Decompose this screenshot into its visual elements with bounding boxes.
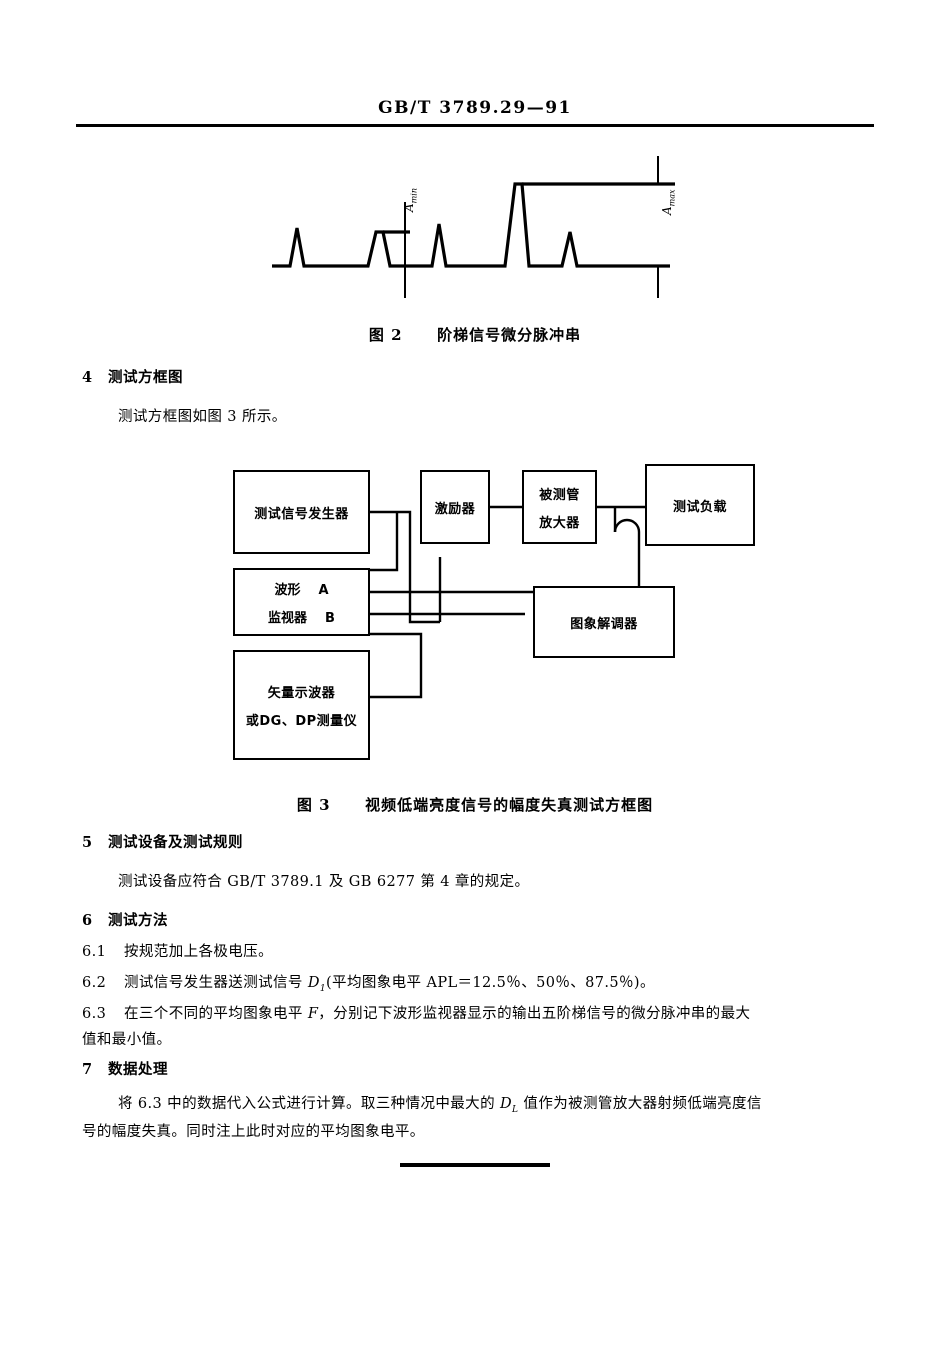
item-6-2-symbol: D1: [307, 975, 326, 994]
section6-item-6-3-line2: 值和最小值。: [82, 1032, 172, 1048]
section6-number: 6: [82, 912, 93, 929]
section6-title: 测试方法: [108, 913, 168, 929]
item-6-2-text-before: 测试信号发生器送测试信号: [124, 975, 308, 991]
block-vector-oscilloscope-label-2: 或DG、DP测量仪: [245, 713, 358, 729]
block-waveform-monitor[interactable]: 波形 A 监视器 B: [233, 568, 370, 636]
item-6-3-text-after: ，分别记下波形监视器显示的输出五阶梯信号的微分脉冲串的最大: [318, 1006, 751, 1022]
block-exciter[interactable]: 激励器: [420, 470, 490, 544]
block-signal-generator[interactable]: 测试信号发生器: [233, 470, 370, 554]
section5-paragraph: 测试设备应符合 GB/T 3789.1 及 GB 6277 第 4 章的规定。: [118, 874, 530, 890]
section6-item-6-3-line1: 6.3 在三个不同的平均图象电平 F，分别记下波形监视器显示的输出五阶梯信号的微分…: [82, 1002, 750, 1023]
section4-heading: 4 测试方框图: [82, 366, 183, 387]
block-test-load-label: 测试负载: [672, 499, 727, 515]
block-vector-oscilloscope-label-1: 矢量示波器: [267, 685, 336, 701]
section4-paragraph: 测试方框图如图 3 所示。: [118, 409, 287, 425]
header-divider: [76, 124, 874, 127]
block-test-load[interactable]: 测试负载: [645, 464, 755, 546]
monitor-line1-text: 波形: [274, 582, 301, 598]
section-end-divider: [400, 1163, 550, 1167]
figure2-caption-text: 阶梯信号微分脉冲串: [437, 326, 582, 344]
figure3-caption-text: 视频低端亮度信号的幅度失真测试方框图: [365, 796, 654, 814]
item-6-3-text-before: 在三个不同的平均图象电平: [124, 1006, 308, 1022]
page-title: GB/T 3789.29—91: [378, 98, 572, 118]
item-6-1-number: 6.1: [82, 944, 107, 960]
section6-item-6-1: 6.1 按规范加上各极电压。: [82, 940, 273, 961]
section7-number: 7: [82, 1061, 93, 1078]
section5-title: 测试设备及测试规则: [108, 835, 243, 851]
waveform-svg: [272, 156, 675, 298]
block-vector-oscilloscope[interactable]: 矢量示波器 或DG、DP测量仪: [233, 650, 370, 760]
section5-heading: 5 测试设备及测试规则: [82, 831, 243, 852]
figure2-waveform: [250, 148, 710, 298]
block-waveform-monitor-label-2: 监视器 B: [268, 607, 335, 626]
section7-line1-before: 将 6.3 中的数据代入公式进行计算。取三种情况中最大的: [118, 1096, 500, 1112]
block-image-demodulator-label: 图象解调器: [570, 616, 638, 632]
item-6-1-text: 按规范加上各极电压。: [124, 944, 273, 960]
figure3-caption: 图 3 视频低端亮度信号的幅度失真测试方框图: [0, 794, 950, 815]
block-image-demodulator[interactable]: 图象解调器: [533, 586, 675, 658]
section7-symbol: DL: [500, 1096, 519, 1115]
section7-paragraph-line2: 号的幅度失真。同时注上此时对应的平均图象电平。: [82, 1124, 425, 1140]
section7-heading: 7 数据处理: [82, 1058, 168, 1079]
block-tube-amplifier-label-1: 被测管: [539, 487, 580, 503]
diagram-wires: [370, 505, 647, 699]
monitor-line2-tag: B: [325, 610, 335, 626]
monitor-line1-tag: A: [318, 582, 329, 598]
amin-label: Amin: [402, 188, 419, 212]
item-6-3-number: 6.3: [82, 1006, 107, 1022]
item-6-2-text-after: (平均图象电平 APL＝12.5％、50％、87.5％)。: [325, 975, 655, 991]
block-tube-amplifier[interactable]: 被测管 放大器: [522, 470, 597, 544]
section4-number: 4: [82, 369, 93, 386]
figure2-caption: 图 2 阶梯信号微分脉冲串: [0, 324, 950, 345]
block-waveform-monitor-label-1: 波形 A: [274, 579, 328, 598]
section5-number: 5: [82, 834, 93, 851]
section4-title: 测试方框图: [108, 370, 183, 386]
figure3-caption-prefix: 图 3: [296, 796, 331, 814]
section7-title: 数据处理: [108, 1062, 168, 1078]
section6-heading: 6 测试方法: [82, 909, 168, 930]
section6-item-6-2: 6.2 测试信号发生器送测试信号 D1(平均图象电平 APL＝12.5％、50％、…: [82, 971, 655, 994]
monitor-line2-text: 监视器: [268, 610, 308, 626]
figure2-caption-prefix: 图 2: [368, 326, 403, 344]
item-6-2-number: 6.2: [82, 975, 107, 991]
section7-paragraph-line1: 将 6.3 中的数据代入公式进行计算。取三种情况中最大的 DL 值作为被测管放大…: [118, 1092, 762, 1115]
block-signal-generator-label: 测试信号发生器: [254, 506, 349, 522]
amax-label: Amax: [660, 189, 677, 215]
block-exciter-label: 激励器: [434, 501, 476, 517]
section7-line1-after: 值作为被测管放大器射频低端亮度信: [518, 1096, 762, 1112]
block-tube-amplifier-label-2: 放大器: [539, 515, 580, 531]
item-6-3-symbol: F: [307, 1006, 319, 1022]
figure3-block-diagram: 测试信号发生器 激励器 被测管 放大器 测试负载 波形 A 监视器 B 矢量示波器 …: [225, 462, 765, 782]
